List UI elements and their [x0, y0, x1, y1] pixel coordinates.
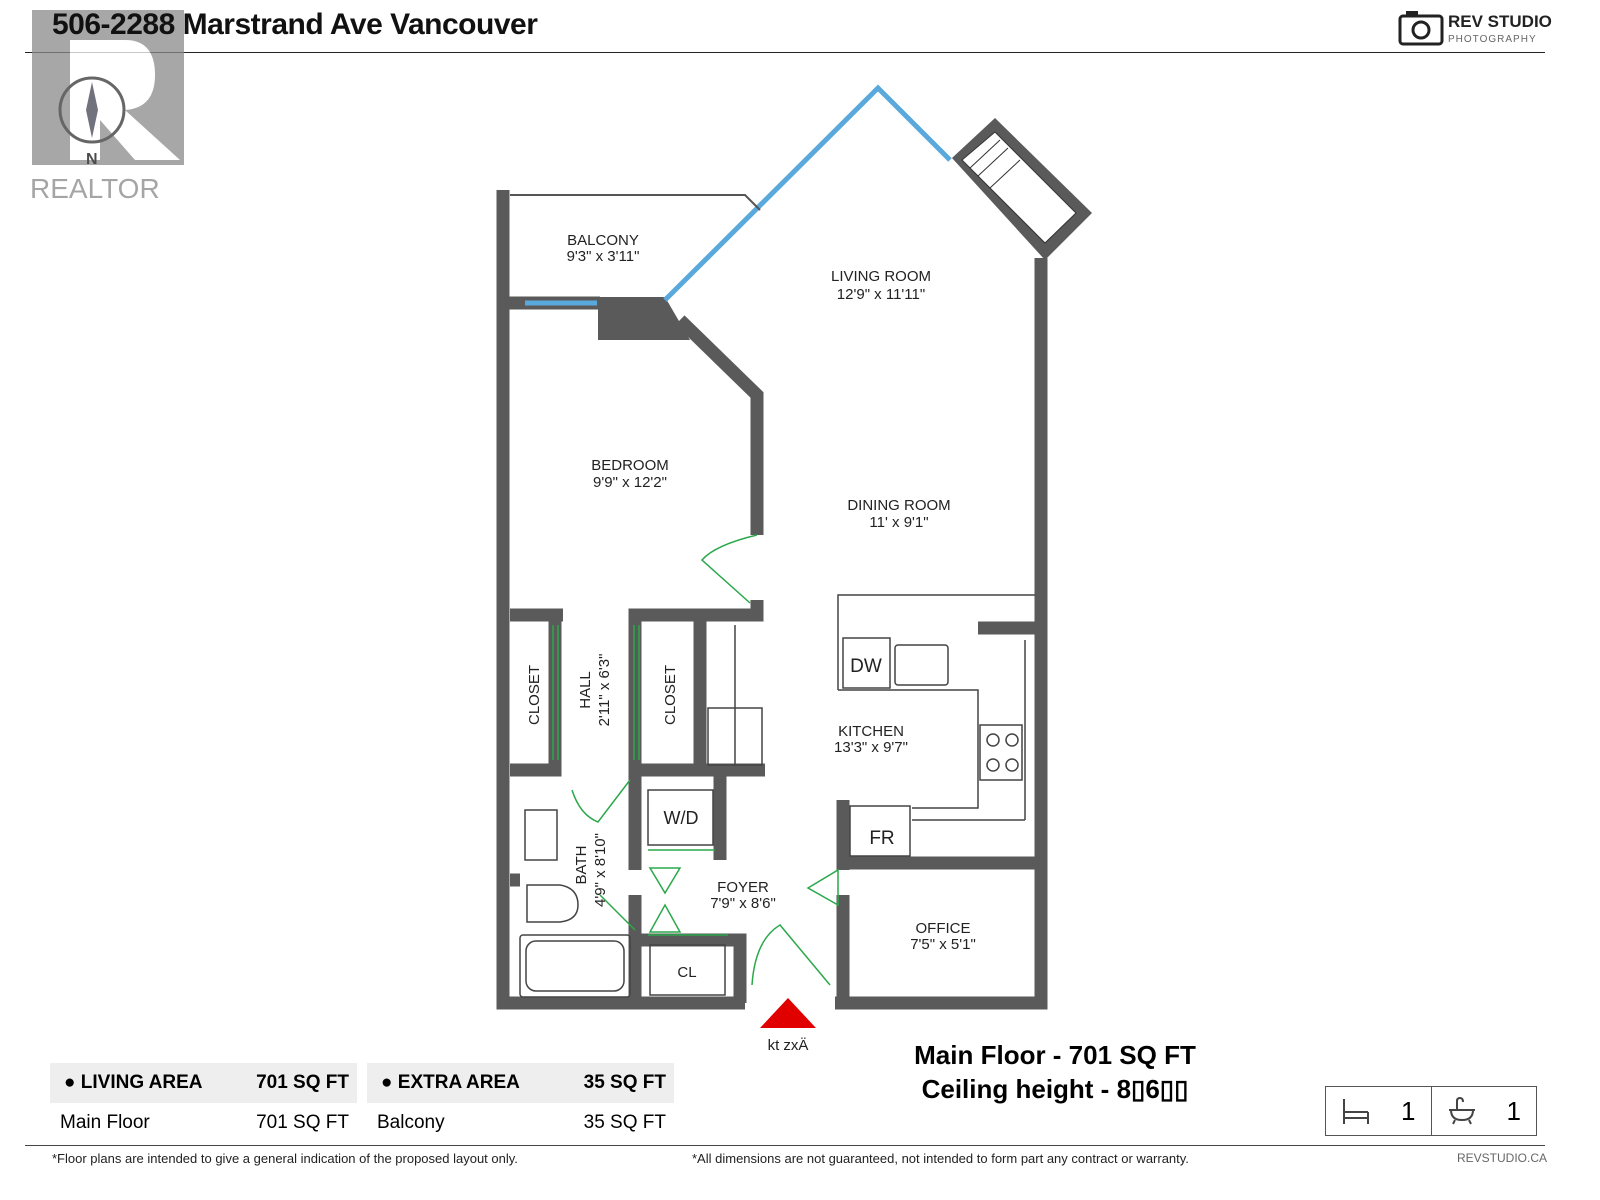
balcony-railing	[510, 194, 761, 211]
camera-icon	[1398, 11, 1444, 46]
room-dims: 7'5" x 5'1"	[910, 936, 976, 953]
room-name: KITCHEN	[838, 723, 904, 740]
divider	[25, 1145, 1545, 1146]
extra-area-header-text: EXTRA AREA	[397, 1072, 520, 1093]
room-name: DINING ROOM	[847, 497, 950, 514]
closet-label: CLOSET	[662, 665, 679, 725]
rev-studio-logo: REV STUDIO PHOTOGRAPHY	[1398, 8, 1552, 48]
room-dims: 4'9" x 8'10"	[592, 833, 609, 907]
row-value: 35 SQ FT	[583, 1112, 666, 1133]
row-label: Balcony	[377, 1112, 445, 1133]
extra-area-table: ● EXTRA AREA 35 SQ FT Balcony 35 SQ FT	[367, 1063, 674, 1145]
living-area-header-text: LIVING AREA	[80, 1072, 203, 1093]
entry-marker	[760, 998, 816, 1028]
fixtures	[519, 594, 1035, 998]
living-area-header: ● LIVING AREA	[64, 1072, 203, 1093]
dishwasher-label: DW	[850, 656, 882, 677]
page-title: 506-2288 Marstrand Ave Vancouver	[52, 8, 538, 41]
room-counts: 1 1	[1325, 1086, 1537, 1136]
living-area-total: 701 SQ FT	[256, 1072, 349, 1093]
extra-area-total: 35 SQ FT	[583, 1072, 666, 1093]
brand-sub: PHOTOGRAPHY	[1448, 34, 1537, 45]
floor-area: Main Floor - 701 SQ FT	[914, 1040, 1196, 1070]
bedroom-count: 1	[1401, 1095, 1416, 1126]
row-value: 701 SQ FT	[256, 1112, 349, 1133]
room-labels: BALCONY 9'3" x 3'11" LIVING ROOM 12'9" x…	[526, 232, 976, 1054]
room-name: FOYER	[717, 879, 769, 896]
closet-label: CLOSET	[526, 665, 543, 725]
bathtub-icon	[1448, 1096, 1475, 1125]
entry-label: kt zxÄ	[768, 1037, 809, 1054]
room-dims: 9'9" x 12'2"	[593, 474, 667, 491]
divider	[25, 52, 1545, 53]
brand-name: REV STUDIO	[1448, 12, 1552, 31]
footer-disclaimer-layout: *Floor plans are intended to give a gene…	[52, 1151, 518, 1166]
washer-dryer-label: W/D	[664, 808, 699, 828]
walls	[496, 190, 1048, 1010]
room-name: BEDROOM	[591, 457, 669, 474]
row-label: Main Floor	[60, 1112, 150, 1133]
fridge-label: FR	[869, 828, 894, 849]
room-name: OFFICE	[916, 920, 971, 937]
footer-website: REVSTUDIO.CA	[1457, 1151, 1548, 1165]
realtor-logo: N REALTOR	[30, 10, 184, 204]
floor-summary: Main Floor - 701 SQ FT Ceiling height - …	[860, 1038, 1250, 1106]
windows	[525, 84, 952, 306]
extra-area-header: ● EXTRA AREA	[381, 1072, 520, 1093]
room-dims: 2'11" x 6'3"	[596, 654, 613, 727]
room-dims: 12'9" x 11'11"	[837, 286, 925, 303]
room-dims: 9'3" x 3'11"	[567, 248, 640, 265]
room-name: BATH	[573, 846, 590, 885]
footer-disclaimer-dimensions: *All dimensions are not guaranteed, not …	[692, 1151, 1189, 1166]
ceiling-height: Ceiling height - 8▯6▯▯	[921, 1074, 1189, 1104]
doors	[552, 534, 839, 986]
compass-north-label: N	[86, 151, 98, 168]
closet-label: CL	[677, 964, 696, 981]
room-name: LIVING ROOM	[831, 268, 931, 285]
wall-block	[598, 297, 690, 340]
bed-icon	[1343, 1099, 1369, 1124]
room-dims: 11' x 9'1"	[869, 514, 928, 531]
living-area-table: ● LIVING AREA 701 SQ FT Main Floor 701 SQ …	[50, 1063, 357, 1145]
room-dims: 13'3" x 9'7"	[834, 739, 908, 756]
room-dims: 7'9" x 8'6"	[710, 895, 776, 912]
realtor-wordmark: REALTOR	[30, 173, 160, 204]
bathroom-count: 1	[1506, 1095, 1521, 1126]
room-name: HALL	[577, 671, 594, 709]
room-name: BALCONY	[567, 232, 639, 249]
